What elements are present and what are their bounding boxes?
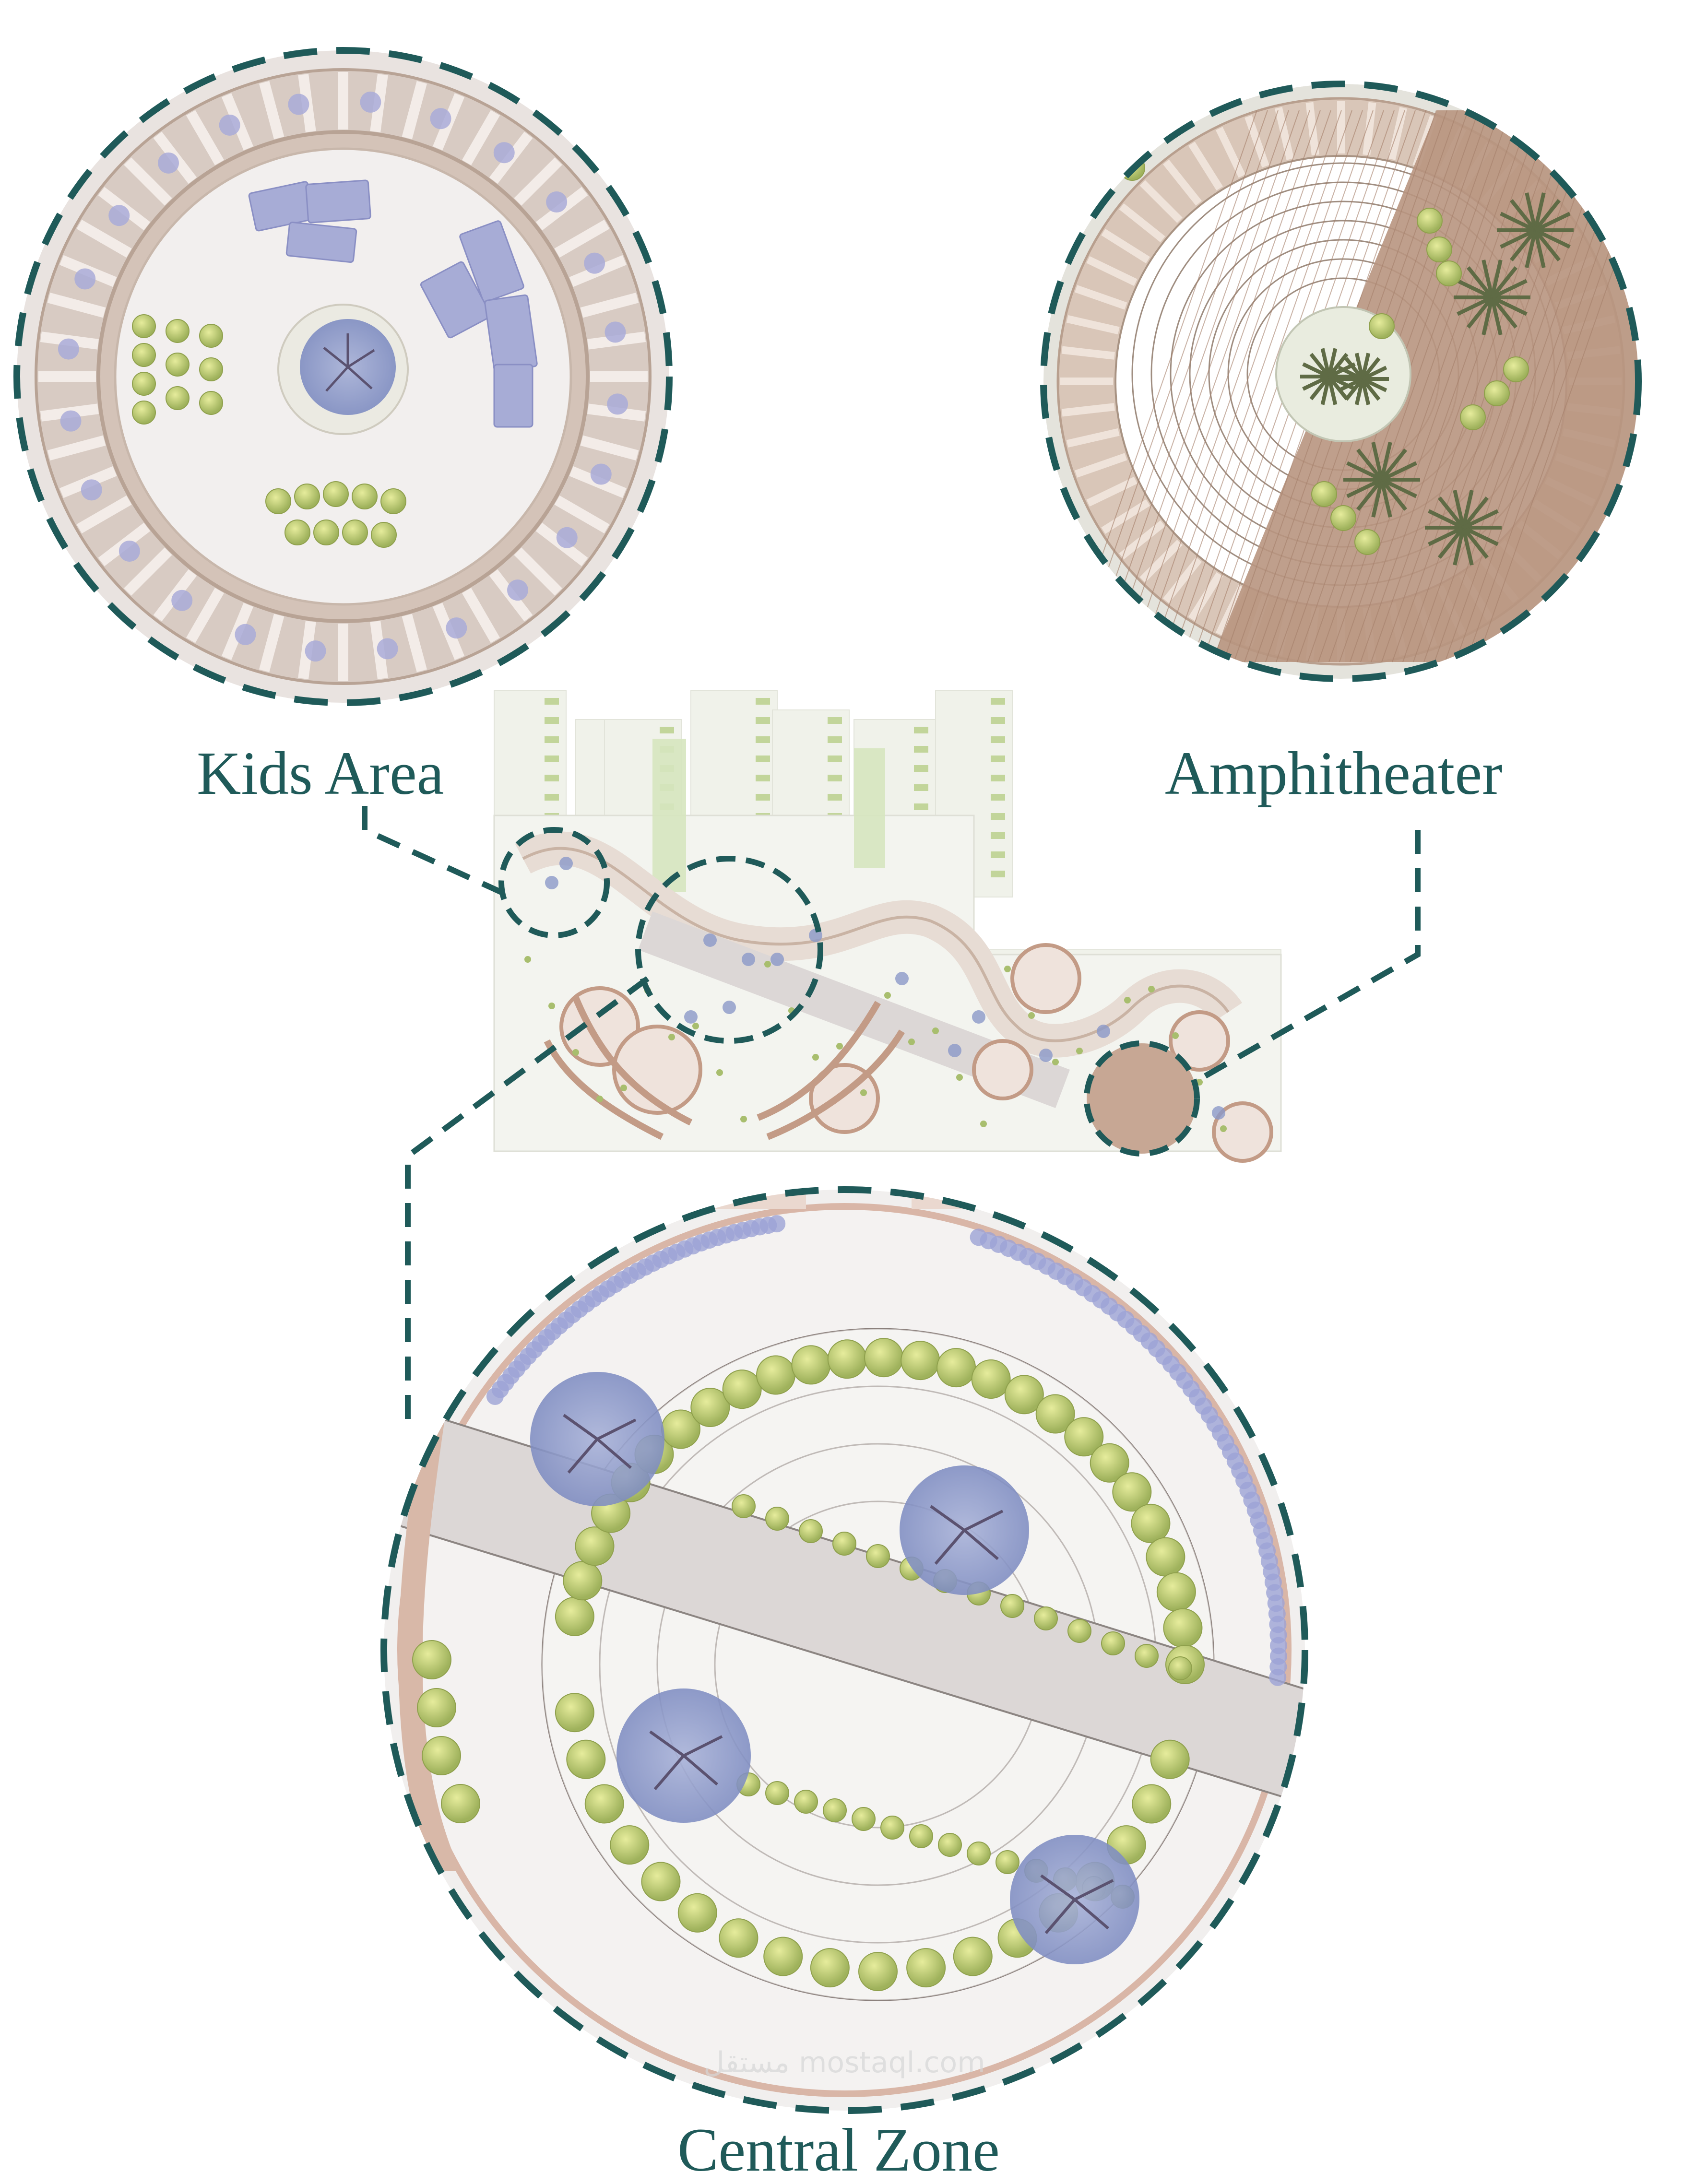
palm-icon: [1300, 192, 1574, 566]
shrub-icon: [132, 314, 406, 548]
flower-bed-icon: [248, 179, 538, 428]
amphitheater-callout-ring: [1040, 81, 1642, 682]
amphitheater-detail: [1040, 81, 1642, 682]
callout-leader-lines: [362, 806, 1421, 1420]
site-master-plan: [493, 690, 1282, 1163]
amphitheater-deck: [1065, 110, 1638, 662]
central-zone-detail: مستقل mostaql.com: [380, 1186, 1308, 2114]
plan-callout-central: [635, 856, 823, 1044]
shrub-icon: [1119, 155, 1529, 555]
kids-area-label: Kids Area: [197, 739, 444, 807]
kids-area-detail: [13, 47, 673, 706]
flower-bed-icon: [486, 1215, 1287, 1686]
central-zone-label: Central Zone: [677, 2116, 1000, 2184]
kids-area-callout-ring: [13, 47, 673, 706]
kids-timber-slats: [38, 72, 648, 681]
central-zone-callout-ring: [380, 1186, 1308, 2114]
amphitheater-label: Amphitheater: [1165, 739, 1503, 807]
flower-bed-icon: [58, 91, 628, 662]
shrub-icon: [412, 1338, 1205, 1991]
plan-callout-amphitheater: [1084, 1040, 1200, 1157]
watermark-text: مستقل mostaql.com: [703, 2046, 985, 2079]
plan-callout-kids: [498, 827, 610, 938]
